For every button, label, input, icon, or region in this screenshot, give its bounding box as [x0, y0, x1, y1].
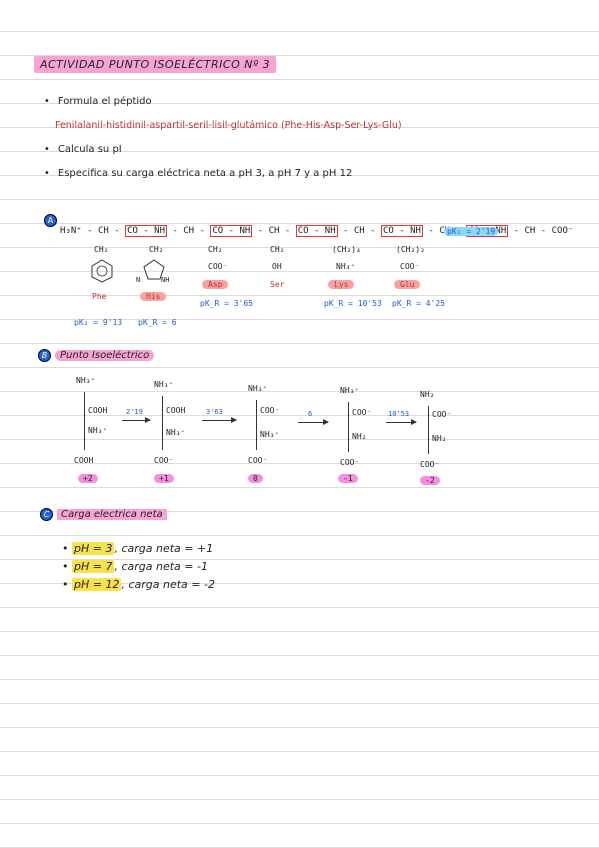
form3-bottom: COO⁻: [248, 456, 268, 465]
form5-charge: -2: [420, 476, 440, 485]
form4-side1: COO⁻: [352, 408, 372, 417]
ser-label: Ser: [270, 280, 285, 289]
arrow1-label: 2'19: [126, 408, 143, 416]
his-label: His: [140, 292, 167, 301]
phe-ch2: CH₂: [94, 245, 109, 254]
ph3-line: • pH = 3, carga neta = +1: [62, 542, 214, 555]
form5-bottom: COO⁻: [420, 460, 440, 469]
his-ch2: CH₂: [149, 245, 164, 254]
page-title: ACTIVIDAD PUNTO ISOELÉCTRICO Nº 3: [34, 56, 277, 73]
benzene-ring-icon: [91, 259, 113, 283]
pk-his: pK_R = 6: [138, 318, 177, 327]
bullet-formula: Formula el péptido: [44, 96, 152, 107]
lys-label: Lys: [328, 280, 355, 289]
asp-label: Asp: [202, 280, 229, 289]
pk-glu: pK_R = 4'25: [392, 299, 445, 308]
lys-ch2: (CH₂)₄: [332, 245, 361, 254]
form4-bottom: COO⁻: [340, 458, 360, 467]
form5-side2: NH₂: [432, 434, 447, 443]
form4-charge: -1: [338, 474, 358, 483]
form1-side1: COOH: [88, 406, 108, 415]
form5-side1: COO⁻: [432, 410, 452, 419]
form4-top: NH₃⁺: [340, 386, 360, 395]
form2-bottom: COO⁻: [154, 456, 174, 465]
ser-oh: OH: [272, 262, 282, 271]
his-ring-nh: NH: [161, 276, 170, 284]
section-a-marker: A: [44, 208, 61, 227]
glu-ch2: (CH₂)₂: [396, 245, 425, 254]
peptide-bond-2: CO - NH: [210, 225, 253, 237]
form1-top: NH₃⁺: [76, 376, 96, 385]
glu-coo: COO⁻: [400, 262, 420, 271]
peptide-bond-1: CO - NH: [125, 225, 167, 237]
form1-charge: +2: [78, 474, 98, 483]
peptide-bond-3: CO - NH: [295, 225, 338, 237]
ser-ch2: CH₂: [270, 245, 285, 254]
form1-side2: NH₃⁺: [88, 426, 108, 435]
form3-top: NH₃⁺: [248, 384, 268, 393]
form3-side1: COO⁻: [260, 406, 280, 415]
asp-ch2: CH₂: [208, 245, 223, 254]
arrow2-label: 3'63: [206, 408, 223, 416]
pk2: pK₂ = 9'13: [74, 318, 123, 327]
pk1-label: pK₁ = 2'19: [444, 227, 499, 236]
form2-charge: +1: [154, 474, 174, 483]
arrow4-label: 10'53: [388, 410, 410, 418]
his-ring-n: N: [136, 276, 141, 284]
form3-side2: NH₃⁺: [260, 430, 280, 439]
form5-top: NH₂: [420, 390, 435, 399]
form2-top: NH₃⁺: [154, 380, 174, 389]
bullet-pi: Calcula su pI: [44, 144, 122, 155]
ph7-line: • pH = 7, carga neta = -1: [62, 560, 208, 573]
ph12-line: • pH = 12, carga neta = -2: [62, 578, 215, 591]
form3-charge: 0: [248, 474, 263, 483]
form1-bottom: COOH: [74, 456, 94, 465]
glu-label: Glu: [394, 280, 421, 289]
form2-side1: COOH: [166, 406, 186, 415]
bullet-charge: Especifica su carga eléctrica neta a pH …: [44, 168, 352, 179]
asp-coo: COO⁻: [208, 262, 228, 271]
lys-nh3: NH₃⁺: [336, 262, 356, 271]
pk-lys: pK_R = 10'53: [324, 299, 382, 308]
pk-asp: pK_R = 3'65: [200, 299, 253, 308]
form4-side2: NH₂: [352, 432, 367, 441]
peptide-bond-4: CO - NH: [381, 225, 423, 237]
imidazole-ring-icon: [143, 259, 165, 280]
arrow3-label: 6: [308, 410, 313, 418]
peptide-name: Fenilalanil-histidinil-aspartil-seril-li…: [55, 120, 402, 131]
form2-side2: NH₃⁺: [166, 428, 186, 437]
phe-label: Phe: [92, 292, 107, 301]
